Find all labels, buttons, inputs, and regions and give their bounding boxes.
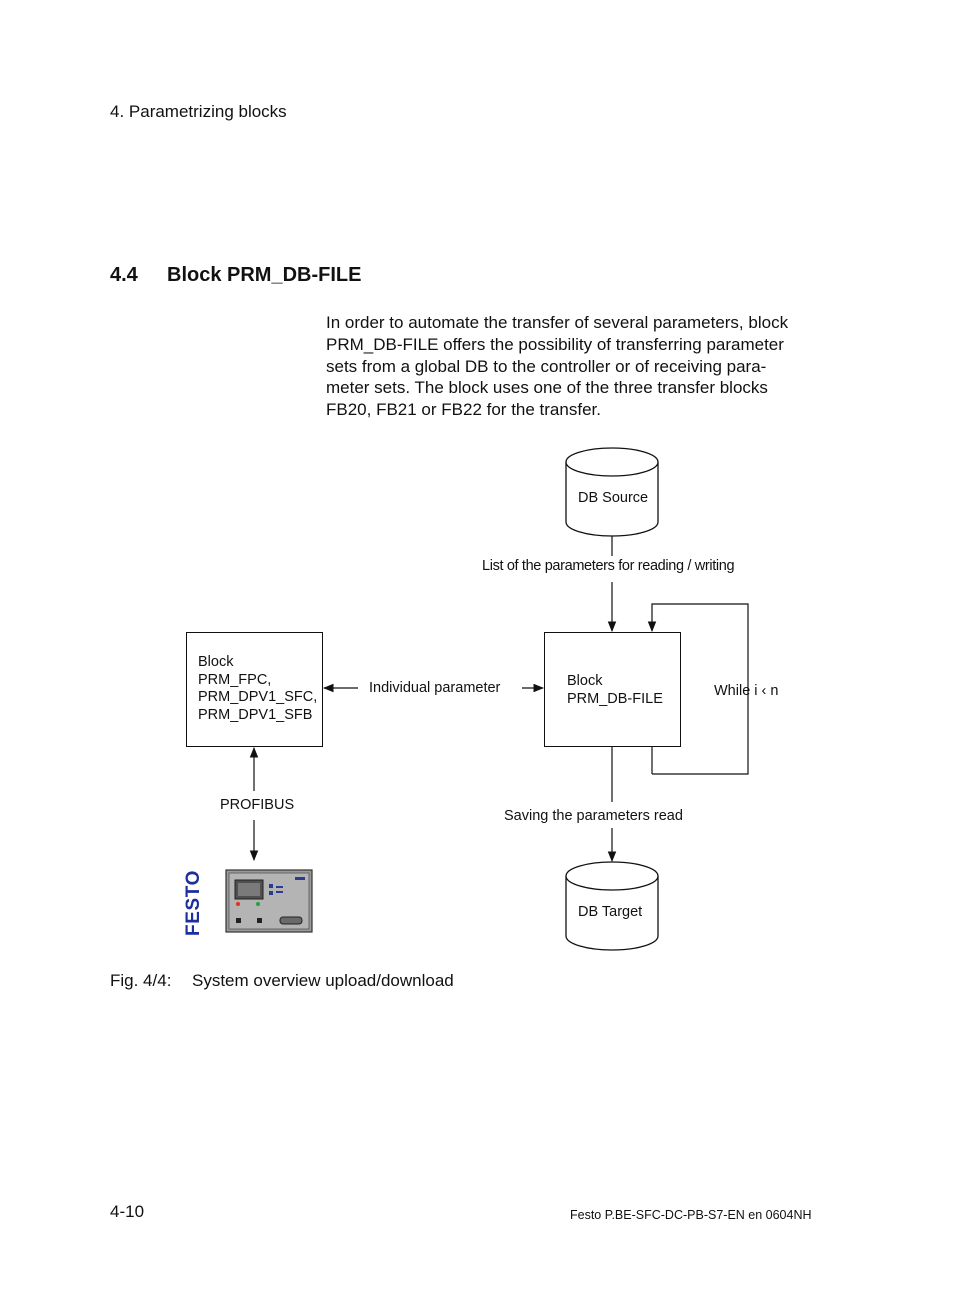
profibus-label: PROFIBUS — [220, 797, 295, 813]
left-block-line: PRM_DPV1_SFC, — [198, 689, 318, 705]
festo-logo-text: FESTO — [183, 870, 204, 936]
chapter-heading: 4. Parametrizing blocks — [110, 102, 287, 121]
saving-parameters-label: Saving the parameters read — [504, 808, 683, 824]
db-source-label: DB Source — [578, 490, 649, 506]
intro-line: meter sets. The block uses one of the th… — [326, 378, 768, 398]
intro-line: FB20, FB21 or FB22 for the transfer. — [326, 400, 601, 420]
left-block-line: Block — [198, 654, 234, 670]
controller-device-image — [225, 869, 313, 933]
db-source-cylinder — [565, 447, 659, 537]
while-loop-label: While i ‹ n — [714, 683, 779, 699]
intro-line: sets from a global DB to the controller … — [326, 356, 767, 376]
right-block-line: Block — [567, 673, 603, 689]
parameter-list-label: List of the parameters for reading / wri… — [482, 558, 735, 574]
section-title: Block PRM_DB-FILE — [167, 264, 362, 286]
page-number: 4-10 — [110, 1202, 145, 1221]
block-prm-db-file-box: Block PRM_DB-FILE — [544, 632, 681, 747]
figure-number: Fig. 4/4: — [110, 971, 172, 990]
intro-paragraph: In order to automate the transfer of sev… — [326, 312, 816, 421]
db-target-label: DB Target — [578, 904, 643, 920]
while-loop-line — [647, 603, 749, 775]
figure-caption: System overview upload/download — [192, 971, 454, 990]
intro-line: PRM_DB-FILE offers the possibility of tr… — [326, 334, 784, 354]
festo-logo: FESTO — [183, 866, 204, 940]
left-block-line: PRM_FPC, — [198, 671, 272, 688]
intro-line: In order to automate the transfer of sev… — [326, 313, 789, 332]
block-prm-fpc-box: Block PRM_FPC, PRM_DPV1_SFC, PRM_DPV1_SF… — [186, 632, 323, 747]
individual-parameter-label: Individual parameter — [369, 680, 501, 696]
section-number: 4.4 — [110, 264, 138, 286]
left-block-line: PRM_DPV1_SFB — [198, 706, 313, 723]
db-target-cylinder — [565, 861, 659, 951]
right-block-line: PRM_DB-FILE — [567, 690, 663, 707]
document-reference: Festo P.BE-SFC-DC-PB-S7-EN en 0604NH — [570, 1208, 812, 1222]
